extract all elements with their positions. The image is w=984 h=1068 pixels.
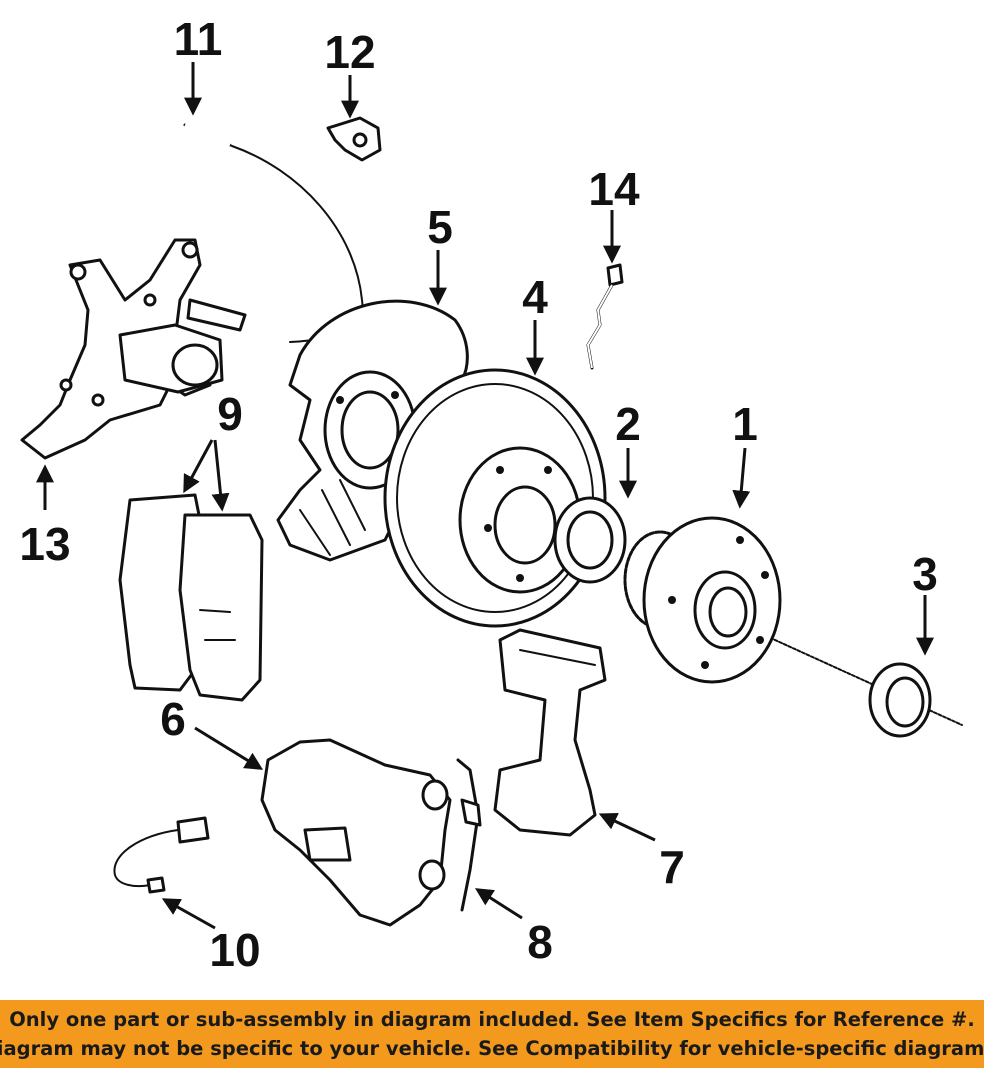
callout-1: 1 bbox=[732, 398, 758, 450]
callout-13: 13 bbox=[19, 518, 70, 570]
callout-5: 5 bbox=[427, 201, 453, 253]
callout-8: 8 bbox=[527, 916, 553, 968]
callout-11: 11 bbox=[174, 13, 223, 65]
brake-caliper bbox=[260, 738, 452, 927]
callout-12: 12 bbox=[324, 26, 375, 78]
callout-4: 4 bbox=[522, 271, 548, 323]
hub-assembly bbox=[623, 516, 782, 684]
arrow-8 bbox=[474, 888, 523, 920]
callout-2: 2 bbox=[615, 398, 641, 450]
pad-wear-sensor-spring bbox=[456, 758, 482, 912]
dust-cap bbox=[868, 662, 932, 738]
brake-rotor bbox=[383, 368, 607, 628]
disclaimer-line-2: Diagram may not be specific to your vehi… bbox=[0, 1037, 984, 1060]
brake-pads bbox=[118, 493, 264, 702]
disclaimer-line-1: Only one part or sub-assembly in diagram… bbox=[9, 1008, 975, 1031]
arrow-7 bbox=[598, 813, 656, 842]
disclaimer-banner: Only one part or sub-assembly in diagram… bbox=[0, 1000, 984, 1068]
caliper-bracket bbox=[493, 628, 607, 837]
brake-assembly-diagram: 11 12 5 4 14 2 1 3 13 9 6 7 8 10 bbox=[19, 13, 963, 976]
arrow-1 bbox=[732, 447, 751, 509]
arrow-10 bbox=[161, 898, 216, 930]
callout-7: 7 bbox=[659, 841, 685, 893]
callout-6: 6 bbox=[160, 693, 186, 745]
callout-14: 14 bbox=[588, 163, 640, 215]
pad-wear-sensor bbox=[113, 816, 210, 894]
arrow-9a bbox=[183, 439, 214, 494]
arrow-6 bbox=[194, 726, 264, 770]
callout-3: 3 bbox=[912, 548, 938, 600]
splash-shield bbox=[276, 299, 469, 562]
callout-9: 9 bbox=[217, 388, 243, 440]
arrow-9b bbox=[211, 439, 230, 512]
brake-hose bbox=[586, 263, 624, 370]
steering-knuckle bbox=[20, 238, 247, 460]
wheel-bearing-seal bbox=[553, 496, 627, 584]
callout-10: 10 bbox=[209, 924, 260, 976]
sensor-clip bbox=[326, 116, 382, 162]
